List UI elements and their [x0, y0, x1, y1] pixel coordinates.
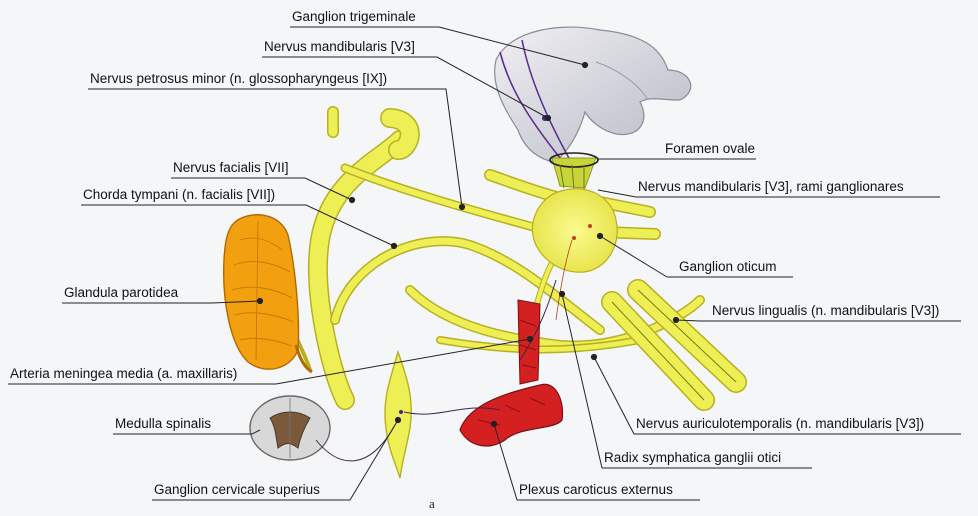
label-nervus-mandibularis: Nervus mandibularis [V3]	[264, 39, 415, 55]
plexus-caroticus-shape	[460, 384, 563, 446]
label-chorda-tympani: Chorda tympani (n. facialis [VII])	[83, 187, 275, 203]
glandula-parotidea-shape	[224, 215, 312, 372]
label-rami-ganglionares: Nervus mandibularis [V3], rami gangliona…	[638, 179, 904, 195]
ganglion-trigeminale-shape	[495, 27, 691, 162]
label-ganglion-cervicale: Ganglion cervicale superius	[154, 482, 320, 498]
foramen-ovale-shape	[550, 153, 598, 190]
label-nervus-petrosus-minor: Nervus petrosus minor (n. glossopharynge…	[90, 71, 387, 87]
label-nervus-lingualis: Nervus lingualis (n. mandibularis [V3])	[712, 303, 939, 319]
label-radix-symphatica: Radix symphatica ganglii otici	[604, 450, 781, 466]
figure-letter: a	[429, 496, 435, 512]
label-nervus-facialis: Nervus facialis [VII]	[173, 160, 289, 176]
label-foramen-ovale: Foramen ovale	[665, 141, 755, 157]
label-ganglion-trigeminale: Ganglion trigeminale	[292, 9, 416, 25]
label-glandula-parotidea: Glandula parotidea	[64, 285, 178, 301]
nerve-fibres	[280, 112, 700, 400]
ganglion-cervicale-shape	[385, 352, 411, 478]
label-nervus-auriculotemporalis: Nervus auriculotemporalis (n. mandibular…	[636, 416, 924, 432]
medulla-spinalis-shape	[250, 396, 330, 460]
label-ganglion-oticum: Ganglion oticum	[679, 259, 777, 275]
label-medulla-spinalis: Medulla spinalis	[115, 416, 211, 432]
label-arteria-meningea-media: Arteria meningea media (a. maxillaris)	[10, 366, 237, 382]
arteria-meningea-media-shape	[518, 300, 540, 384]
label-plexus-caroticus: Plexus caroticus externus	[519, 482, 673, 498]
